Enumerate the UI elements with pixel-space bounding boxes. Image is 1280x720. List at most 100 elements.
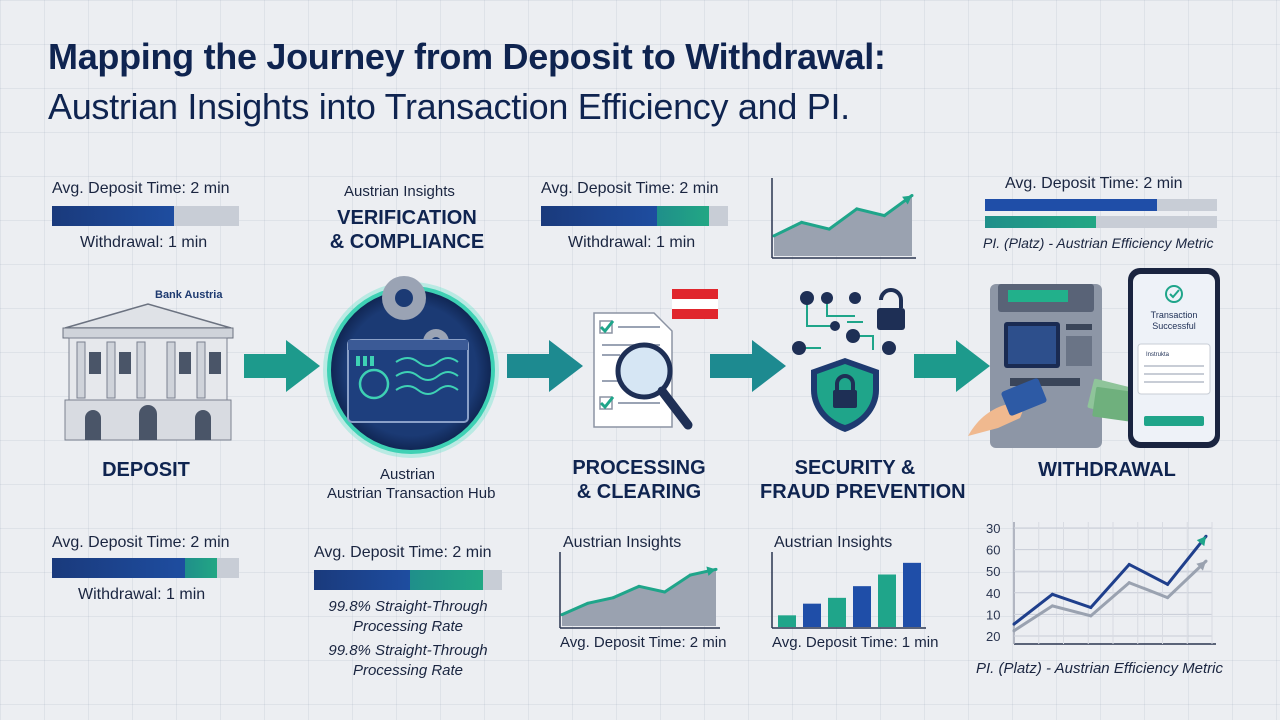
data-point-3 xyxy=(855,207,859,211)
flow-arrow-3 xyxy=(710,340,786,392)
page-subtitle: Austrian Insights into Transaction Effic… xyxy=(48,86,850,127)
data-point-1-2 xyxy=(1089,614,1093,618)
withdrawal-bar-blue xyxy=(985,199,1217,211)
stage-processing-line2: & CLEARING xyxy=(576,481,702,503)
line-chart-4: 30 60 50 40 10 20 xyxy=(986,521,1216,645)
verification-heading-line1: VERIFICATION xyxy=(337,207,477,229)
withdrawal-deposit-time-label: Avg. Deposit Time: 2 min xyxy=(1005,175,1183,192)
series-line xyxy=(773,194,913,238)
processing-time-bar xyxy=(541,206,728,226)
data-point-1 xyxy=(586,601,590,605)
efficiency-metric-caption: PI. (Platz) - Austrian Efficiency Metric xyxy=(983,235,1214,251)
data-point-0-0 xyxy=(1012,622,1016,626)
austria-flag-icon xyxy=(672,289,718,319)
str-rate-2-line2: Processing Rate xyxy=(352,662,464,679)
y-tick-label: 50 xyxy=(986,564,1000,579)
data-point-1-1 xyxy=(1050,604,1054,608)
bank-building-icon: Bank Austria xyxy=(62,289,234,441)
bar-fill-teal xyxy=(656,206,710,226)
bar-fill-navy xyxy=(541,206,657,226)
data-point-1 xyxy=(800,220,804,224)
flow-arrow-4 xyxy=(914,340,990,392)
stage-security-line1: SECURITY & xyxy=(794,457,916,479)
bar-fill-teal xyxy=(409,570,484,590)
stage-security-line2: FRAUD PREVENTION xyxy=(760,481,966,503)
stage-withdrawal: WITHDRAWAL xyxy=(1038,459,1176,481)
data-point-1-0 xyxy=(1012,629,1016,633)
bar-2 xyxy=(828,597,846,627)
bottom-deposit-time-label: Avg. Deposit Time: 2 min xyxy=(52,534,230,551)
bottom-deposit-bar xyxy=(52,558,239,578)
hand-card-icon xyxy=(968,378,1047,436)
verification-heading-line2: & COMPLIANCE xyxy=(329,231,485,253)
document-magnifier-icon xyxy=(593,289,718,430)
bar-fill-navy xyxy=(52,558,185,578)
trend-arrowhead xyxy=(902,195,912,205)
data-point-3 xyxy=(637,584,641,588)
phone-status-line2: Successful xyxy=(1152,321,1196,331)
data-point-1-4 xyxy=(1166,596,1170,600)
page-title: Mapping the Journey from Deposit to With… xyxy=(48,36,886,77)
deposit-time-bar xyxy=(52,206,239,226)
phone-status-line1: Transaction xyxy=(1151,310,1198,320)
area-chart-1 xyxy=(559,552,720,629)
data-point-0-4 xyxy=(1166,582,1170,586)
data-point-0-1 xyxy=(1050,592,1054,596)
series-line-1 xyxy=(1013,560,1208,633)
chart4-xlabel: PI. (Platz) - Austrian Efficiency Metric xyxy=(976,660,1224,677)
bar-chart-2 xyxy=(771,552,926,629)
bar-fill-blue xyxy=(985,199,1157,211)
trend-chart-top xyxy=(771,178,916,259)
bar-4 xyxy=(878,574,896,627)
y-tick-label: 20 xyxy=(986,629,1000,644)
bottom-verif-deposit-label: Avg. Deposit Time: 2 min xyxy=(314,544,492,561)
y-tick-label: 10 xyxy=(986,607,1000,622)
data-point-2 xyxy=(611,596,615,600)
flow-arrow-1 xyxy=(244,340,320,392)
data-point-6 xyxy=(714,567,718,571)
data-point-5 xyxy=(688,573,692,577)
chart2-xlabel: Avg. Deposit Time: 1 min xyxy=(772,634,939,651)
verification-kicker: Austrian Insights xyxy=(344,183,455,200)
processing-deposit-time-label: Avg. Deposit Time: 2 min xyxy=(541,180,719,197)
area-fill xyxy=(562,569,716,626)
chart1-xlabel: Avg. Deposit Time: 2 min xyxy=(560,634,727,651)
atm-phone-icon: Transaction Successful Instrukta xyxy=(968,268,1220,448)
area-fill xyxy=(774,195,912,256)
bar-1 xyxy=(803,603,821,627)
bar-0 xyxy=(778,615,796,627)
str-rate-1-line1: 99.8% Straight-Through xyxy=(328,598,488,615)
bar-5 xyxy=(903,562,921,627)
withdrawal-time-label: Withdrawal: 1 min xyxy=(80,234,208,251)
bottom-withdrawal-label: Withdrawal: 1 min xyxy=(78,586,206,603)
withdrawal-bar-teal xyxy=(985,216,1217,228)
smartphone-icon: Transaction Successful Instrukta xyxy=(1128,268,1220,448)
security-shield-icon xyxy=(792,288,905,432)
verification-sub1: Austrian xyxy=(380,466,436,483)
bottom-verif-bar xyxy=(314,570,502,590)
chart2-title: Austrian Insights xyxy=(774,534,893,551)
data-point-4 xyxy=(663,590,667,594)
data-point-1-3 xyxy=(1127,581,1131,585)
bar-fill-navy xyxy=(314,570,410,590)
deposit-time-label: Avg. Deposit Time: 2 min xyxy=(52,180,230,197)
bar-3 xyxy=(853,586,871,627)
trend-arrowhead-1 xyxy=(1196,561,1206,571)
data-point-0-2 xyxy=(1089,606,1093,610)
data-point-0 xyxy=(772,234,776,238)
bar-fill-navy xyxy=(52,206,174,226)
phone-field-label: Instrukta xyxy=(1146,352,1170,358)
chart1-title: Austrian Insights xyxy=(563,534,682,551)
bar-fill-teal xyxy=(985,216,1097,228)
processing-withdrawal-label: Withdrawal: 1 min xyxy=(568,234,696,251)
y-tick-label: 60 xyxy=(986,543,1000,558)
bar-fill-teal xyxy=(184,558,217,578)
data-point-0-3 xyxy=(1127,562,1131,566)
stage-deposit: DEPOSIT xyxy=(102,459,190,481)
y-tick-label: 40 xyxy=(986,586,1000,601)
flow-arrow-2 xyxy=(507,340,583,392)
data-point-2 xyxy=(827,227,831,231)
y-tick-label: 30 xyxy=(986,521,1000,536)
trend-arrowhead-0 xyxy=(1196,536,1206,547)
stage-processing-line1: PROCESSING xyxy=(572,457,706,479)
